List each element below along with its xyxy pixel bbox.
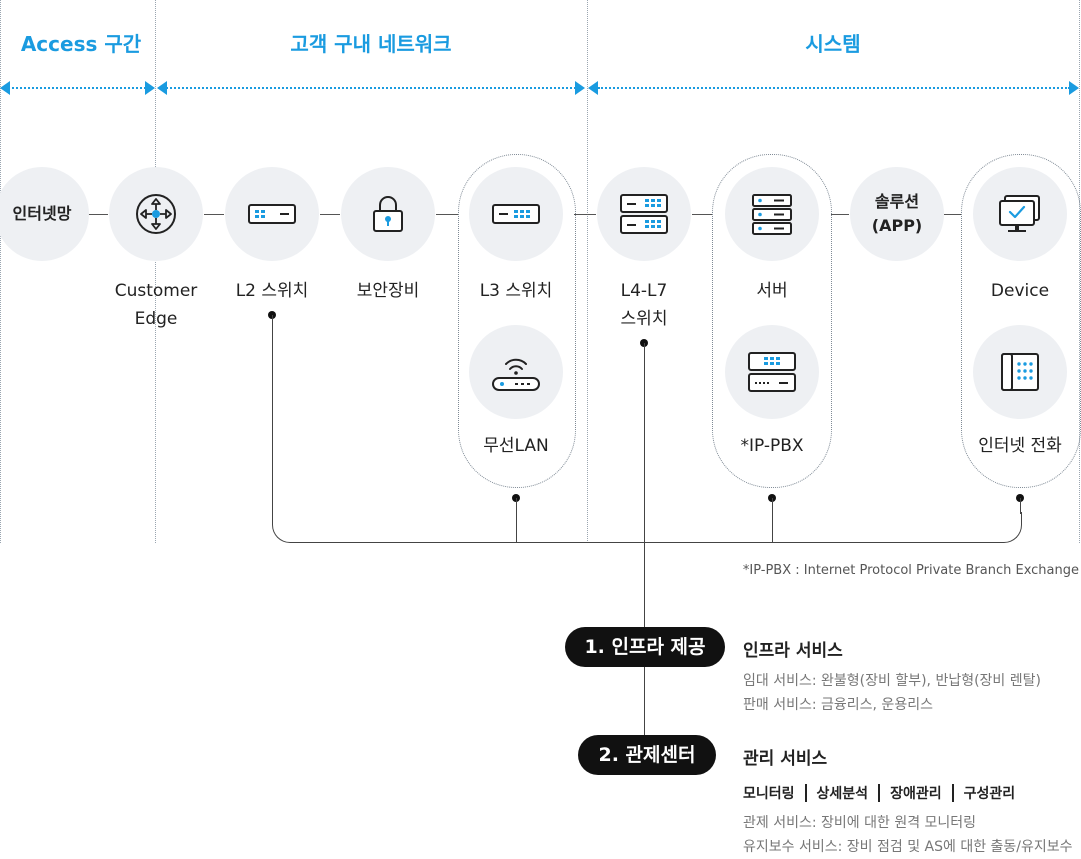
arrow-right-icon bbox=[1069, 81, 1079, 95]
control-item: 모니터링 bbox=[743, 786, 795, 802]
divider-line bbox=[155, 0, 156, 543]
control-item: 구성관리 bbox=[963, 786, 1016, 802]
control-item: 상세분석 bbox=[816, 786, 869, 802]
group-server-pbx bbox=[712, 154, 832, 488]
connector-line bbox=[831, 214, 849, 215]
connection-stem bbox=[516, 498, 517, 542]
pbx-icon bbox=[747, 351, 797, 393]
connection-stem bbox=[1020, 498, 1021, 514]
arrow-left-icon bbox=[157, 81, 167, 95]
label-line: 스위치 bbox=[620, 309, 668, 329]
connection-stem bbox=[272, 315, 273, 515]
footnote: *IP-PBX : Internet Protocol Private Bran… bbox=[742, 563, 1079, 578]
label-device: Device bbox=[990, 281, 1050, 301]
infra-service-title: 인프라 서비스 bbox=[743, 641, 843, 661]
label-line: (APP) bbox=[871, 216, 923, 235]
node-l4l7-switch bbox=[597, 167, 691, 261]
label-line: Customer bbox=[114, 281, 198, 301]
node-solution: 솔루션 (APP) bbox=[850, 167, 944, 261]
node-ippbx bbox=[725, 325, 819, 419]
node-solution-label: 솔루션 (APP) bbox=[872, 190, 922, 238]
label-line: L4-L7 bbox=[620, 281, 668, 301]
connector-line bbox=[944, 214, 962, 215]
separator bbox=[951, 784, 954, 802]
badge-control: 2. 관제센터 bbox=[578, 735, 716, 775]
switch-icon bbox=[248, 203, 296, 225]
connector-line bbox=[320, 214, 340, 215]
segment-title-access: Access 구간 bbox=[20, 32, 142, 56]
phone-icon bbox=[998, 351, 1042, 393]
wifi-icon bbox=[491, 351, 541, 393]
node-l2-switch bbox=[225, 167, 319, 261]
connection-stem bbox=[644, 343, 645, 737]
segment-title-system: 시스템 bbox=[805, 32, 861, 56]
separator bbox=[878, 784, 881, 802]
node-security bbox=[341, 167, 435, 261]
connector-line bbox=[436, 214, 458, 215]
control-service-title: 관리 서비스 bbox=[743, 749, 828, 769]
label-security: 보안장비 bbox=[356, 281, 420, 301]
switch-icon bbox=[492, 203, 540, 225]
segment-title-customer-network: 고객 구내 네트워크 bbox=[290, 32, 452, 56]
connector-line bbox=[88, 214, 108, 215]
label-l3-switch: L3 스위치 bbox=[479, 281, 553, 301]
server-icon bbox=[619, 193, 669, 235]
infra-service-line: 임대 서비스: 완불형(장비 할부), 반납형(장비 렌탈) bbox=[743, 673, 1041, 689]
node-internet-phone bbox=[973, 325, 1067, 419]
node-wireless-lan bbox=[469, 325, 563, 419]
divider-line bbox=[1079, 0, 1080, 543]
badge-infra: 1. 인프라 제공 bbox=[565, 627, 725, 667]
label-wireless-lan: 무선LAN bbox=[483, 436, 549, 456]
label-customer-edge: Customer Edge bbox=[115, 277, 198, 333]
segment-arrow-access bbox=[8, 87, 146, 89]
label-ippbx: *IP-PBX bbox=[740, 436, 804, 456]
node-internet: 인터넷망 bbox=[0, 167, 89, 261]
arrow-left-icon bbox=[0, 81, 10, 95]
node-server bbox=[725, 167, 819, 261]
connector-line bbox=[204, 214, 224, 215]
label-l4l7-switch: L4-L7 스위치 bbox=[621, 277, 668, 333]
crosshair-icon bbox=[133, 191, 179, 237]
control-item: 장애관리 bbox=[890, 786, 942, 802]
connection-stem bbox=[772, 498, 773, 542]
label-internet-phone: 인터넷 전화 bbox=[978, 436, 1062, 456]
group-l3-wireless bbox=[458, 154, 576, 488]
server-icon bbox=[750, 192, 794, 236]
divider-line bbox=[587, 0, 588, 543]
control-service-line: 유지보수 서비스: 장비 점검 및 AS에 대한 출동/유지보수 bbox=[743, 839, 1073, 855]
bus-line bbox=[272, 512, 1022, 543]
separator bbox=[804, 784, 807, 802]
label-server: 서버 bbox=[756, 281, 788, 301]
node-l3-switch bbox=[469, 167, 563, 261]
label-line: 솔루션 bbox=[874, 192, 920, 211]
connector-line bbox=[692, 214, 712, 215]
arrow-right-icon bbox=[575, 81, 585, 95]
lock-icon bbox=[371, 194, 405, 234]
label-line: Edge bbox=[134, 309, 178, 329]
arrow-left-icon bbox=[588, 81, 598, 95]
divider-line bbox=[0, 0, 1, 543]
segment-arrow-system bbox=[598, 87, 1070, 89]
label-l2-switch: L2 스위치 bbox=[235, 281, 309, 301]
segment-arrow-customer-network bbox=[166, 87, 576, 89]
node-internet-label: 인터넷망 bbox=[12, 204, 72, 223]
connector-line bbox=[574, 214, 596, 215]
monitor-icon bbox=[997, 193, 1043, 235]
node-device bbox=[973, 167, 1067, 261]
control-service-items: 모니터링 상세분석 장애관리 구성관리 bbox=[743, 783, 1015, 803]
arrow-right-icon bbox=[145, 81, 155, 95]
node-customer-edge bbox=[109, 167, 203, 261]
infra-service-line: 판매 서비스: 금융리스, 운용리스 bbox=[743, 697, 933, 713]
control-service-line: 관제 서비스: 장비에 대한 원격 모니터링 bbox=[743, 815, 977, 831]
